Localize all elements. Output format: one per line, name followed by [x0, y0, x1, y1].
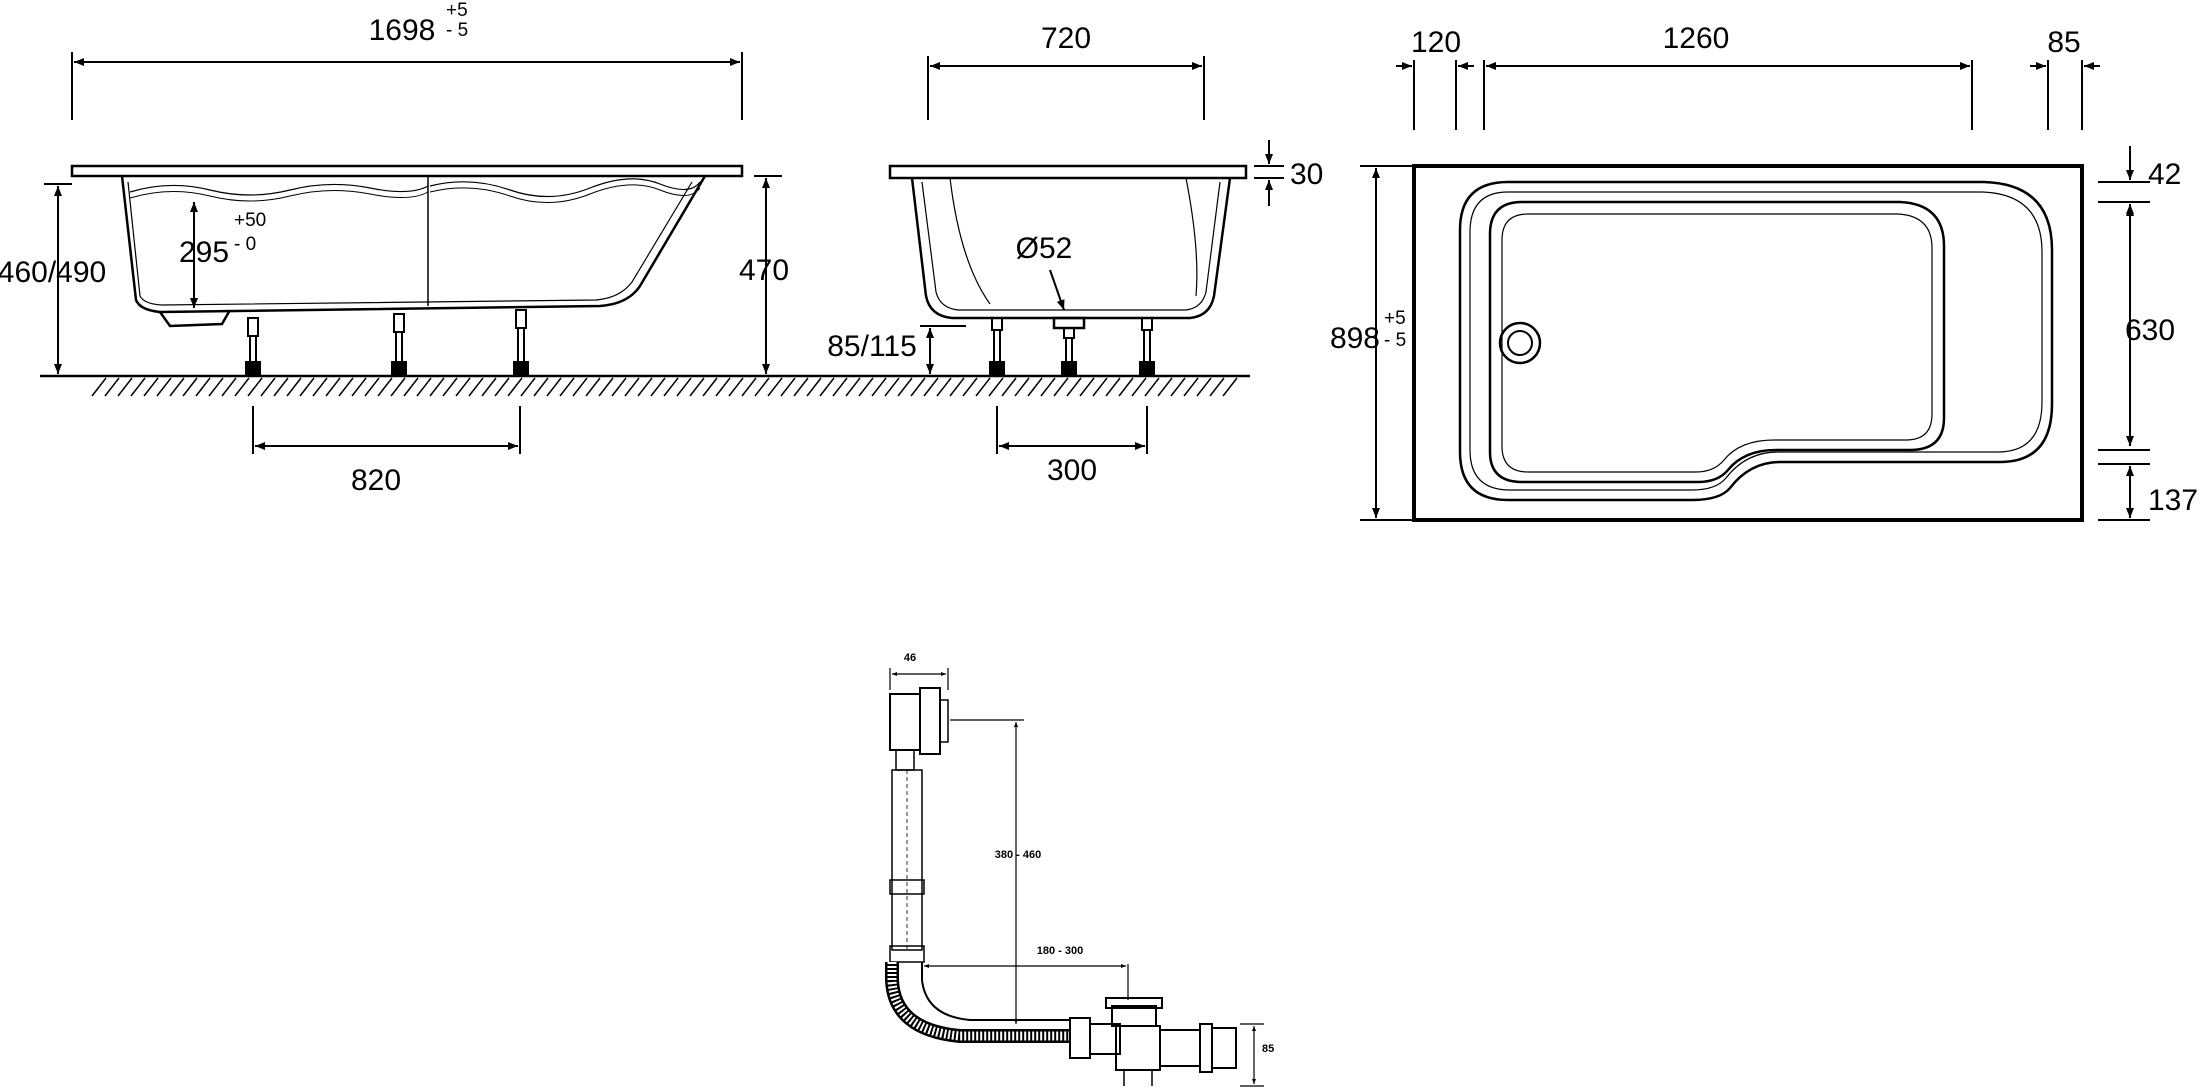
plan-basin-length-label: 1260 — [1663, 22, 1730, 55]
plan-bottom-margin-label: 137 — [2148, 484, 2198, 517]
depth-tol-minus: - 0 — [234, 234, 256, 255]
length-tol-plus: +5 — [446, 0, 468, 21]
end-leg-spacing-label: 300 — [1047, 454, 1097, 487]
plan-basin-width-label: 630 — [2125, 314, 2175, 347]
plan-left-margin-label: 120 — [1411, 26, 1461, 59]
waste-fitting — [885, 687, 1237, 1086]
plan-overall-width-label: 898 — [1330, 322, 1380, 355]
rim-height-label: 470 — [739, 254, 789, 287]
end-dimensions — [920, 56, 1284, 454]
end-legs — [989, 317, 1155, 375]
plan-width-tol-plus: +5 — [1384, 308, 1406, 329]
overflow-depth-label: 46 — [904, 652, 916, 664]
waste-dimensions — [889, 668, 1264, 1087]
end-view — [888, 164, 1248, 375]
side-dimensions — [44, 52, 782, 454]
length-tol-minus: - 5 — [446, 20, 468, 41]
side-view — [70, 164, 744, 375]
drain-diameter-label: Ø52 — [1016, 232, 1073, 265]
depth-tol-plus: +50 — [234, 210, 266, 231]
height-range-label: 380 - 460 — [995, 849, 1041, 861]
plan-top-margin-label: 42 — [2148, 158, 2181, 191]
floor-line — [40, 374, 1250, 397]
side-legs — [245, 309, 529, 375]
length-range-label: 180 - 300 — [1037, 945, 1083, 957]
end-width-label: 720 — [1041, 22, 1091, 55]
plan-dimensions — [1360, 60, 2150, 521]
plan-right-margin-label: 85 — [2047, 26, 2080, 59]
rim-thickness-label: 30 — [1290, 158, 1323, 191]
overall-length-label: 1698 — [369, 14, 436, 47]
inner-depth-label: 295 — [179, 236, 229, 269]
total-height-label: 460/490 — [0, 256, 106, 289]
plan-view — [1412, 164, 2084, 522]
leg-height-label: 85/115 — [827, 330, 917, 363]
plan-width-tol-minus: - 5 — [1384, 330, 1406, 351]
trap-height-label: 85 — [1262, 1043, 1274, 1055]
side-leg-spacing-label: 820 — [351, 464, 401, 497]
